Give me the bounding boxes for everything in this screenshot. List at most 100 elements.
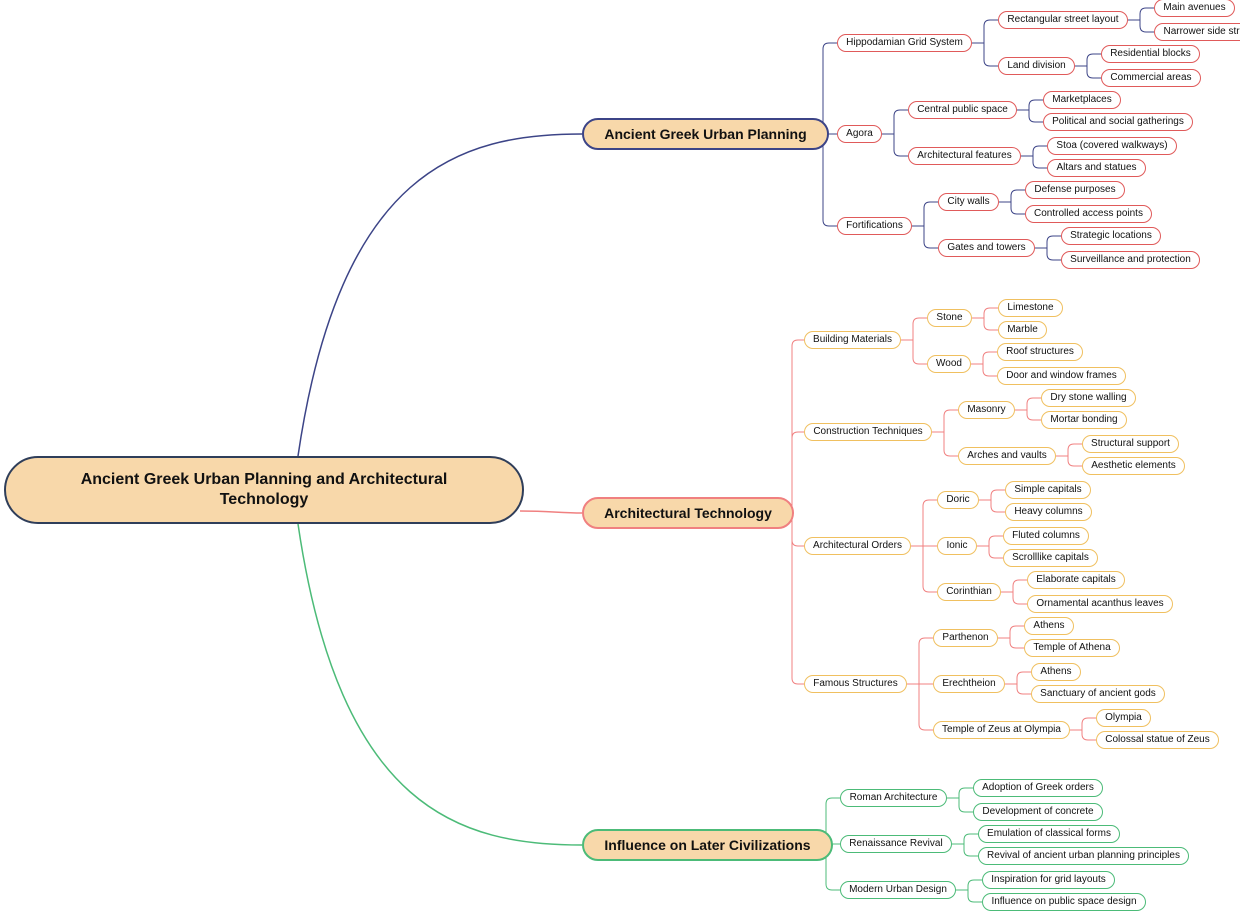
- subtopic-stone[interactable]: Stone: [927, 309, 972, 327]
- detail-sanctuary-of-ancient-gods[interactable]: Sanctuary of ancient gods: [1031, 685, 1165, 703]
- link-architectural-orders: [791, 512, 804, 547]
- topic-fortifications[interactable]: Fortifications: [837, 217, 912, 235]
- detail-structural-support[interactable]: Structural support: [1082, 435, 1179, 453]
- subtopic-erechtheion[interactable]: Erechtheion: [933, 675, 1005, 693]
- subtopic-ionic[interactable]: Ionic: [937, 537, 977, 555]
- link-modern-urban-design: [825, 844, 840, 891]
- detail-marketplaces[interactable]: Marketplaces: [1043, 91, 1121, 109]
- topic-roman-architecture[interactable]: Roman Architecture: [840, 789, 947, 807]
- detail-political-and-social-gatherings[interactable]: Political and social gatherings: [1043, 113, 1193, 131]
- link-door-and-window-frames: [971, 363, 997, 377]
- subtopic-rectangular-street-layout[interactable]: Rectangular street layout: [998, 11, 1128, 29]
- link-simple-capitals: [979, 489, 1005, 501]
- subtopic-masonry[interactable]: Masonry: [958, 401, 1015, 419]
- detail-aesthetic-elements[interactable]: Aesthetic elements: [1082, 457, 1185, 475]
- topic-agora[interactable]: Agora: [837, 125, 882, 143]
- detail-door-and-window-frames[interactable]: Door and window frames: [997, 367, 1126, 385]
- link-defense-purposes: [999, 189, 1025, 203]
- link-influence-on-public-space-design: [956, 889, 982, 903]
- detail-simple-capitals[interactable]: Simple capitals: [1005, 481, 1091, 499]
- subtopic-revival-of-ancient-urban-planning-principles[interactable]: Revival of ancient urban planning princi…: [978, 847, 1189, 865]
- link-emulation-of-classical-forms: [952, 833, 978, 845]
- detail-fluted-columns[interactable]: Fluted columns: [1003, 527, 1089, 545]
- subtopic-emulation-of-classical-forms[interactable]: Emulation of classical forms: [978, 825, 1120, 843]
- topic-renaissance-revival[interactable]: Renaissance Revival: [840, 835, 952, 853]
- link-parthenon: [907, 637, 933, 685]
- link-arches-and-vaults: [932, 431, 958, 457]
- link-adoption-of-greek-orders: [947, 787, 973, 799]
- subtopic-temple-of-zeus-at-olympia[interactable]: Temple of Zeus at Olympia: [933, 721, 1070, 739]
- branch-ancient-greek-urban-planning[interactable]: Ancient Greek Urban Planning: [582, 118, 829, 150]
- detail-defense-purposes[interactable]: Defense purposes: [1025, 181, 1125, 199]
- detail-narrower-side-streets[interactable]: Narrower side streets: [1154, 23, 1240, 41]
- subtopic-inspiration-for-grid-layouts[interactable]: Inspiration for grid layouts: [982, 871, 1115, 889]
- detail-roof-structures[interactable]: Roof structures: [997, 343, 1083, 361]
- subtopic-parthenon[interactable]: Parthenon: [933, 629, 998, 647]
- link-fortifications: [822, 133, 837, 227]
- topic-architectural-orders[interactable]: Architectural Orders: [804, 537, 911, 555]
- root-to-branch-ancient-greek-urban-planning: [297, 133, 583, 457]
- link-altars-and-statues: [1021, 155, 1047, 169]
- link-residential-blocks: [1075, 53, 1101, 67]
- detail-mortar-bonding[interactable]: Mortar bonding: [1041, 411, 1127, 429]
- detail-commercial-areas[interactable]: Commercial areas: [1101, 69, 1201, 87]
- root-topic[interactable]: Ancient Greek Urban Planning and Archite…: [4, 456, 524, 524]
- subtopic-gates-and-towers[interactable]: Gates and towers: [938, 239, 1035, 257]
- detail-controlled-access-points[interactable]: Controlled access points: [1025, 205, 1152, 223]
- link-athens: [998, 625, 1024, 639]
- detail-olympia[interactable]: Olympia: [1096, 709, 1151, 727]
- detail-surveillance-and-protection[interactable]: Surveillance and protection: [1061, 251, 1200, 269]
- detail-limestone[interactable]: Limestone: [998, 299, 1063, 317]
- link-masonry: [932, 409, 958, 433]
- detail-residential-blocks[interactable]: Residential blocks: [1101, 45, 1200, 63]
- link-hippodamian-grid-system: [822, 42, 837, 135]
- link-marble: [972, 317, 998, 331]
- link-inspiration-for-grid-layouts: [956, 879, 982, 891]
- detail-athens[interactable]: Athens: [1031, 663, 1081, 681]
- link-stoa-covered-walkways: [1021, 145, 1047, 157]
- detail-colossal-statue-of-zeus[interactable]: Colossal statue of Zeus: [1096, 731, 1219, 749]
- subtopic-arches-and-vaults[interactable]: Arches and vaults: [958, 447, 1056, 465]
- subtopic-land-division[interactable]: Land division: [998, 57, 1075, 75]
- detail-athens[interactable]: Athens: [1024, 617, 1074, 635]
- detail-strategic-locations[interactable]: Strategic locations: [1061, 227, 1161, 245]
- subtopic-corinthian[interactable]: Corinthian: [937, 583, 1001, 601]
- branch-architectural-technology[interactable]: Architectural Technology: [582, 497, 794, 529]
- subtopic-influence-on-public-space-design[interactable]: Influence on public space design: [982, 893, 1146, 911]
- link-colossal-statue-of-zeus: [1070, 729, 1096, 741]
- topic-modern-urban-design[interactable]: Modern Urban Design: [840, 881, 956, 899]
- detail-dry-stone-walling[interactable]: Dry stone walling: [1041, 389, 1136, 407]
- branch-influence-on-later-civilizations[interactable]: Influence on Later Civilizations: [582, 829, 833, 861]
- link-limestone: [972, 307, 998, 319]
- detail-ornamental-acanthus-leaves[interactable]: Ornamental acanthus leaves: [1027, 595, 1173, 613]
- topic-building-materials[interactable]: Building Materials: [804, 331, 901, 349]
- link-land-division: [972, 42, 998, 67]
- detail-marble[interactable]: Marble: [998, 321, 1047, 339]
- topic-famous-structures[interactable]: Famous Structures: [804, 675, 907, 693]
- detail-scrolllike-capitals[interactable]: Scrolllike capitals: [1003, 549, 1098, 567]
- subtopic-doric[interactable]: Doric: [937, 491, 979, 509]
- link-fluted-columns: [977, 535, 1003, 547]
- detail-stoa-covered-walkways[interactable]: Stoa (covered walkways): [1047, 137, 1177, 155]
- root-to-branch-influence-on-later-civilizations: [297, 523, 583, 846]
- link-ornamental-acanthus-leaves: [1001, 591, 1027, 605]
- topic-hippodamian-grid-system[interactable]: Hippodamian Grid System: [837, 34, 972, 52]
- subtopic-city-walls[interactable]: City walls: [938, 193, 999, 211]
- link-mortar-bonding: [1015, 409, 1041, 421]
- subtopic-wood[interactable]: Wood: [927, 355, 971, 373]
- detail-temple-of-athena[interactable]: Temple of Athena: [1024, 639, 1120, 657]
- link-elaborate-capitals: [1001, 579, 1027, 593]
- subtopic-architectural-features[interactable]: Architectural features: [908, 147, 1021, 165]
- detail-elaborate-capitals[interactable]: Elaborate capitals: [1027, 571, 1125, 589]
- topic-construction-techniques[interactable]: Construction Techniques: [804, 423, 932, 441]
- link-architectural-features: [882, 133, 908, 157]
- subtopic-adoption-of-greek-orders[interactable]: Adoption of Greek orders: [973, 779, 1103, 797]
- link-wood: [901, 339, 927, 365]
- subtopic-development-of-concrete[interactable]: Development of concrete: [973, 803, 1103, 821]
- link-main-avenues: [1128, 7, 1154, 21]
- detail-main-avenues[interactable]: Main avenues: [1154, 0, 1235, 17]
- detail-heavy-columns[interactable]: Heavy columns: [1005, 503, 1092, 521]
- subtopic-central-public-space[interactable]: Central public space: [908, 101, 1017, 119]
- detail-altars-and-statues[interactable]: Altars and statues: [1047, 159, 1146, 177]
